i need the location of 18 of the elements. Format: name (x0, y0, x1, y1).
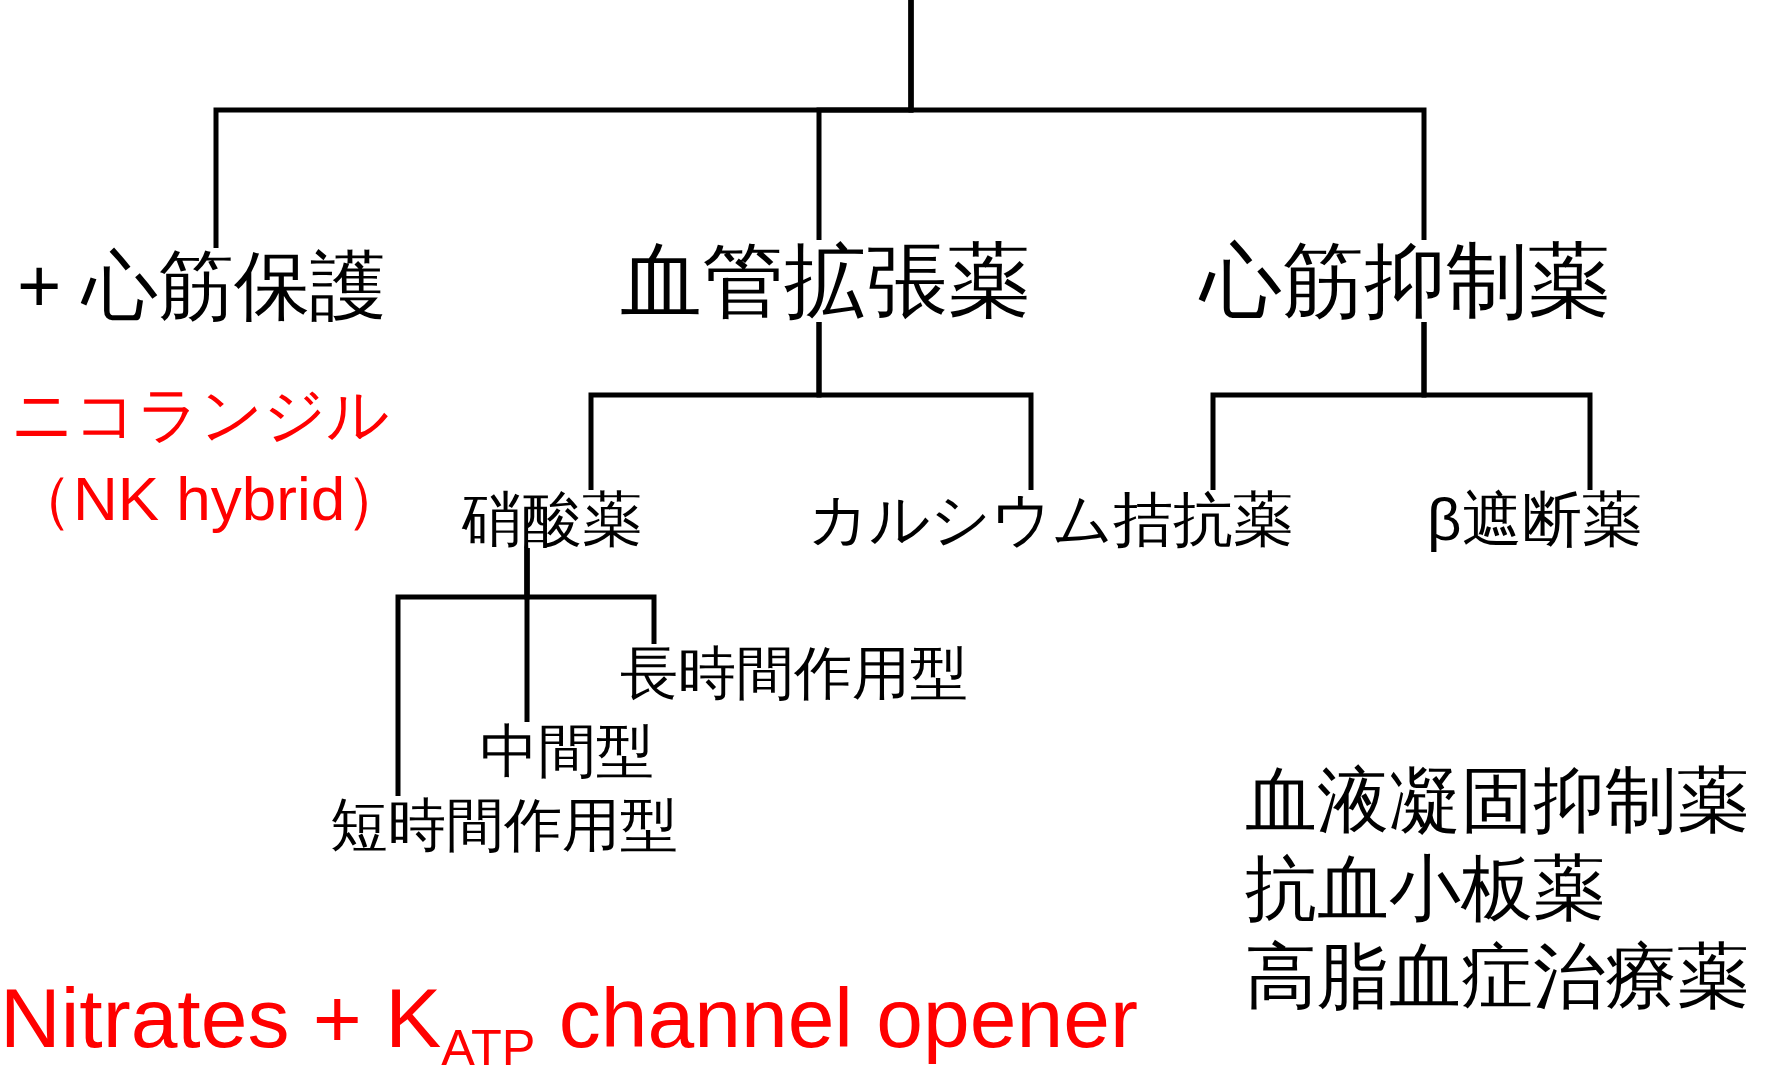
category-label: 長時間作用型 (620, 644, 968, 702)
tree-connector (908, 0, 1427, 240)
note-text: Nitrates + K$_{ATP}$ channel opener (0, 976, 1138, 1069)
category-label: 中間型 (480, 722, 654, 780)
category-label: 血管拡張薬 (620, 240, 1030, 322)
category-label: 心筋抑制薬 (1200, 240, 1610, 322)
category-label: カルシウム拮抗薬 (808, 490, 1293, 550)
note-text: 高脂血症治療薬 (1245, 940, 1749, 1012)
tree-connector (816, 322, 1034, 490)
note-text: 血液凝固抑制薬 (1245, 764, 1749, 836)
tree-connector (395, 548, 530, 796)
category-label: β遮断薬 (1427, 490, 1642, 550)
note-text: ニコランジル (11, 384, 389, 446)
category-label: 硝酸薬 (462, 490, 642, 550)
category-label: 短時間作用型 (330, 796, 678, 854)
tree-connector (1421, 322, 1593, 490)
note-text: 抗血小板薬 (1245, 852, 1605, 924)
category-label: + 心筋保護 (17, 248, 387, 324)
